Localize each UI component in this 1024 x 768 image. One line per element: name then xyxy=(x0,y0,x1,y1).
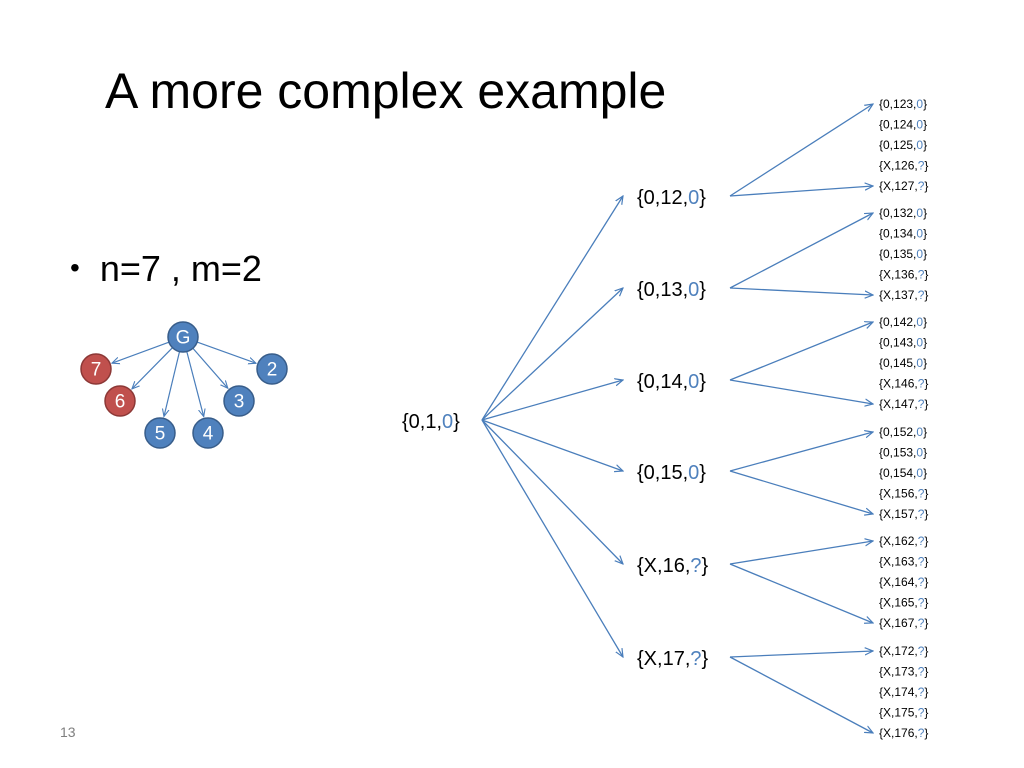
tree-leaf-label: {X,163,?} xyxy=(879,555,928,569)
tree-leaf-label: {X,146,?} xyxy=(879,377,928,391)
tree-leaf-label: {0,154,0} xyxy=(879,466,927,480)
graph-node-5 xyxy=(144,417,176,449)
tree-leaf-label: {0,142,0} xyxy=(879,315,927,329)
graph-node-3 xyxy=(223,385,255,417)
tree-edge-child-leaf xyxy=(729,432,873,472)
graph-node-label: G xyxy=(176,328,191,349)
tree-edge-root-child-4 xyxy=(481,419,623,471)
graph-node-label: 6 xyxy=(115,392,126,413)
graph-edge-G-6 xyxy=(132,347,173,389)
tree-child-label: {X,16,?} xyxy=(637,555,709,577)
tree-leaf-label: {X,173,?} xyxy=(879,665,928,679)
tree-edge-root-child-2 xyxy=(481,288,623,421)
search-tree: {0,1,0} {0,12,0} {0,123,0} {0,124,0} {0,125,… xyxy=(402,97,928,740)
tree-leaf-label: {X,164,?} xyxy=(879,575,928,589)
tree-child-label: {0,13,0} xyxy=(637,279,706,301)
tree-leaf-label: {0,153,0} xyxy=(879,446,927,460)
tree-child-label: {0,14,0} xyxy=(637,371,706,393)
tree-leaf-label: {X,167,?} xyxy=(879,616,928,630)
tree-child-label: {0,12,0} xyxy=(637,187,706,209)
graph-node-G xyxy=(167,321,199,353)
tree-leaf-label: {X,137,?} xyxy=(879,288,928,302)
bullet-item: • n=7 , m=2 xyxy=(70,248,262,290)
tree-leaf-label: {X,157,?} xyxy=(879,507,928,521)
tree-leaf-label: {X,126,?} xyxy=(879,159,928,173)
tree-leaf-label: {0,123,0} xyxy=(879,97,927,111)
tree-edge-child-leaf xyxy=(729,470,873,514)
tree-edge-child-leaf xyxy=(729,186,873,197)
graph-node-label: 4 xyxy=(203,424,214,445)
tree-edge-root-child-6 xyxy=(481,419,623,657)
tree-leaf-label: {X,127,?} xyxy=(879,179,928,193)
tree-edge-root-child-3 xyxy=(481,380,623,421)
slide-title: A more complex example xyxy=(105,63,667,119)
tree-leaf-label: {0,125,0} xyxy=(879,138,927,152)
tree-leaf-label: {0,132,0} xyxy=(879,206,927,220)
tree-child-label: {X,17,?} xyxy=(637,648,709,670)
tree-leaf-label: {0,134,0} xyxy=(879,227,927,241)
example-graph: G 7 2 6 3 5 4 xyxy=(80,321,288,449)
graph-edge-G-4 xyxy=(186,351,204,417)
graph-node-2 xyxy=(256,353,288,385)
tree-child-label: {0,15,0} xyxy=(637,462,706,484)
tree-edge-root-child-5 xyxy=(481,419,623,564)
tree-leaf-label: {X,147,?} xyxy=(879,397,928,411)
tree-leaf-label: {X,176,?} xyxy=(879,726,928,740)
tree-root-label: {0,1,0} xyxy=(402,411,460,433)
tree-edge-child-leaf xyxy=(729,379,873,404)
graph-edge-G-3 xyxy=(192,347,228,388)
graph-node-label: 7 xyxy=(91,360,102,381)
bullet-dot: • xyxy=(70,252,80,283)
tree-edge-root-child-1 xyxy=(481,196,623,421)
tree-edge-child-leaf xyxy=(729,287,873,295)
tree-leaf-label: {0,124,0} xyxy=(879,118,927,132)
tree-edge-child-leaf xyxy=(729,213,873,289)
tree-leaf-label: {X,174,?} xyxy=(879,685,928,699)
tree-leaf-label: {X,162,?} xyxy=(879,534,928,548)
tree-leaf-label: {X,136,?} xyxy=(879,268,928,282)
tree-leaf-label: {0,143,0} xyxy=(879,336,927,350)
tree-edge-child-leaf xyxy=(729,656,873,733)
tree-edge-child-leaf xyxy=(729,651,873,658)
page-number: 13 xyxy=(60,724,76,740)
tree-leaf-label: {0,145,0} xyxy=(879,356,927,370)
graph-edge-G-7 xyxy=(112,341,170,363)
tree-leaf-label: {X,156,?} xyxy=(879,487,928,501)
tree-edge-child-leaf xyxy=(729,104,873,197)
tree-leaf-label: {X,165,?} xyxy=(879,596,928,610)
tree-edge-child-leaf xyxy=(729,563,873,623)
tree-edge-child-leaf xyxy=(729,541,873,565)
tree-leaf-label: {X,172,?} xyxy=(879,644,928,658)
graph-node-label: 5 xyxy=(155,424,166,445)
graph-edge-G-5 xyxy=(164,351,181,417)
tree-leaf-label: {X,175,?} xyxy=(879,706,928,720)
graph-node-label: 3 xyxy=(234,392,245,413)
tree-edge-child-leaf xyxy=(729,322,873,381)
bullet-text: n=7 , m=2 xyxy=(99,248,262,289)
graph-node-7 xyxy=(80,353,112,385)
tree-leaf-label: {0,135,0} xyxy=(879,247,927,261)
graph-node-label: 2 xyxy=(267,360,278,381)
graph-node-4 xyxy=(192,417,224,449)
graph-edge-G-2 xyxy=(196,341,256,363)
tree-leaf-label: {0,152,0} xyxy=(879,425,927,439)
graph-node-6 xyxy=(104,385,136,417)
